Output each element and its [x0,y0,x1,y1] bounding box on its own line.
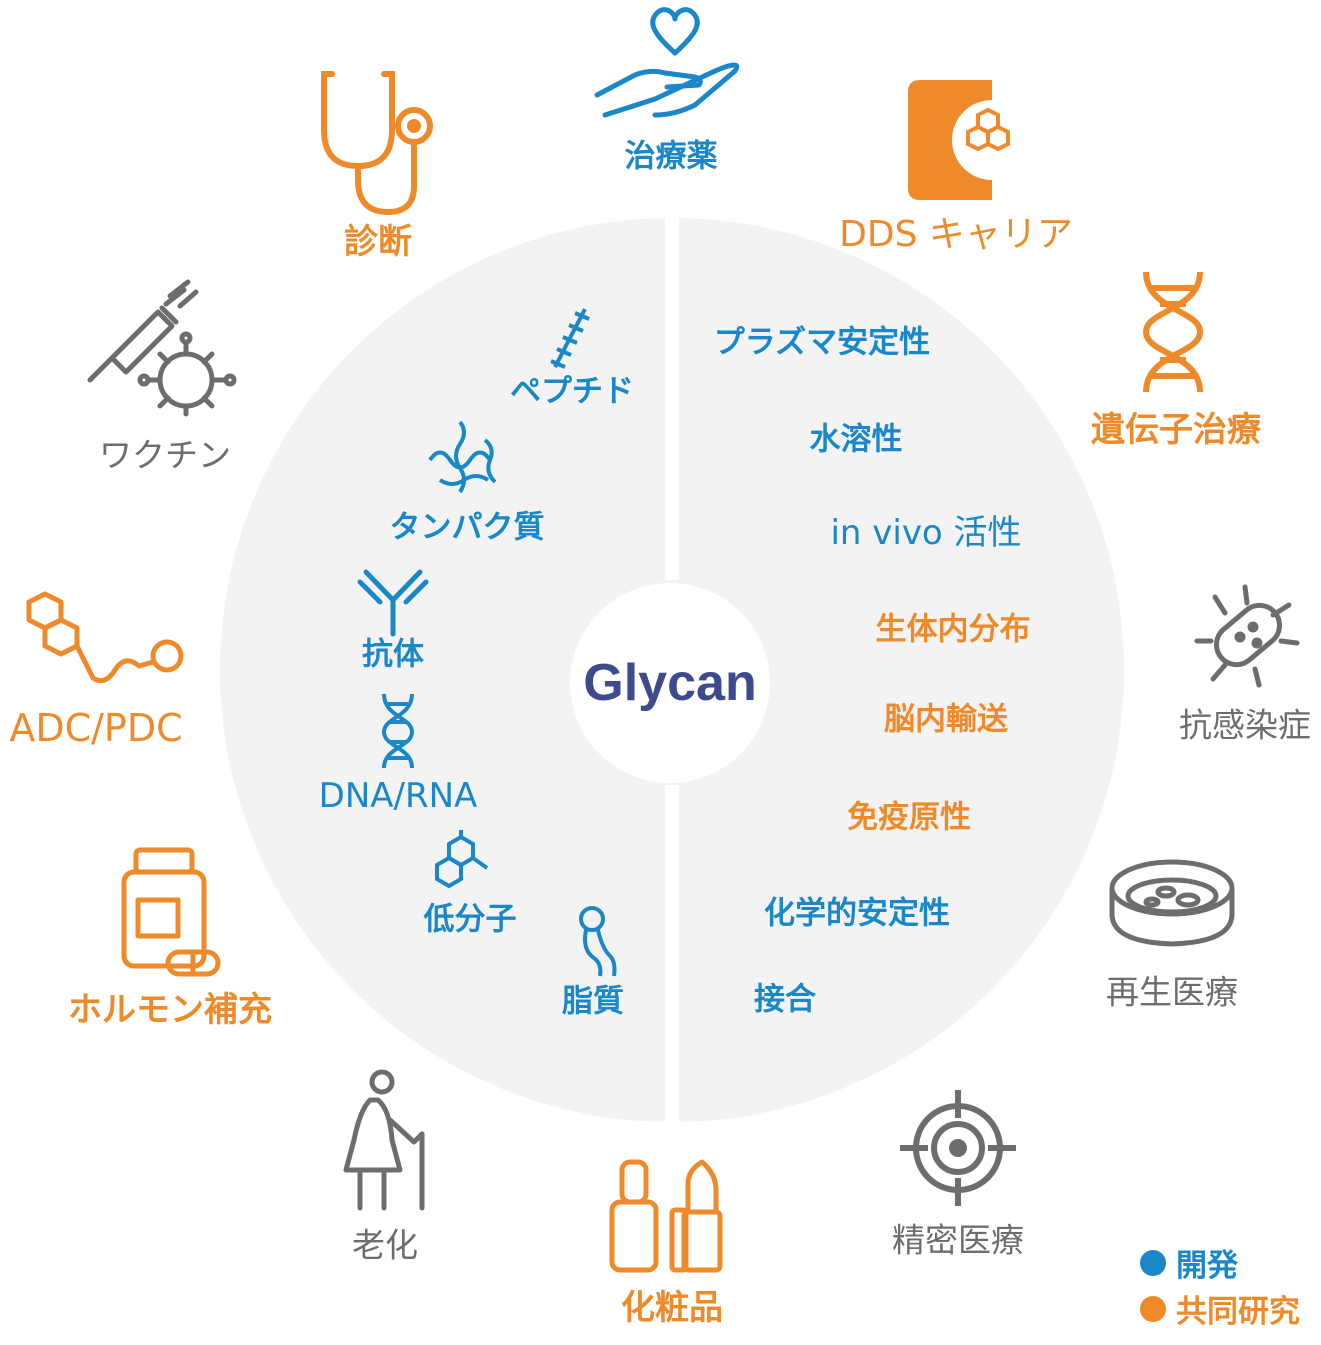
adc-molecule-icon [26,591,184,684]
application-vaccine: ワクチン [99,435,231,475]
modality-lipid: 脂質 [562,983,624,1020]
legend-dot-orange [1140,1295,1166,1322]
capsule-carrier-icon [908,80,1010,200]
legend-dot-blue [1140,1249,1166,1276]
application-cosmetics: 化粧品 [621,1288,723,1328]
medicine-bottle-icon [121,847,221,977]
property-brain-transport: 脳内輸送 [884,701,1008,738]
center-title: Glycan [583,654,757,712]
dna-helix-icon [1142,271,1204,393]
property-biodistribution: 生体内分布 [875,611,1031,648]
modality-antibody: 抗体 [362,636,424,673]
application-regenerative-medicine: 再生医療 [1106,972,1238,1012]
molecule-icon [435,830,489,889]
application-aging: 老化 [352,1225,418,1265]
application-anti-infection: 抗感染症 [1179,705,1311,745]
cosmetics-icon [609,1159,723,1273]
peptide-icon [550,308,590,369]
application-gene-therapy: 遺伝子治療 [1091,410,1261,450]
dna-icon [381,693,415,769]
application-dds-carrier: DDS キャリア [839,214,1073,255]
elderly-person-icon [343,1069,425,1211]
property-in-vivo-activity: in vivo 活性 [830,513,1022,553]
legend-joint-research-label: 共同研究 [1176,1294,1300,1330]
bacteria-icon [1194,584,1300,688]
stethoscope-icon [321,71,433,216]
vaccine-syringe-icon [87,279,237,417]
modality-protein: タンパク質 [389,509,545,546]
modality-small-molecule: 低分子 [423,901,517,938]
target-icon [900,1090,1016,1206]
modality-dna-rna: DNA/RNA [318,776,478,816]
application-therapeutics: 治療薬 [624,138,718,175]
application-precision-medicine: 精密医療 [892,1220,1024,1260]
application-diagnosis: 診断 [344,222,412,262]
antibody-icon [357,569,429,637]
property-plasma-stability: プラズマ安定性 [713,324,931,361]
legend-development: 開発 [1140,1240,1238,1285]
heart-hand-icon [594,7,740,118]
application-adc-pdc: ADC/PDC [9,706,183,750]
property-water-solubility: 水溶性 [809,421,903,458]
protein-icon [428,420,497,494]
petri-dish-icon [1109,859,1235,947]
property-conjugation: 接合 [754,981,816,1018]
property-chemical-stability: 化学的安定性 [764,895,950,932]
modality-peptide: ペプチド [510,373,634,410]
legend-joint-research: 共同研究 [1140,1286,1300,1331]
legend-development-label: 開発 [1176,1248,1238,1284]
application-hormone-supplement: ホルモン補充 [68,990,272,1030]
property-immunogenicity: 免疫原性 [847,799,971,836]
lipid-icon [579,906,617,977]
